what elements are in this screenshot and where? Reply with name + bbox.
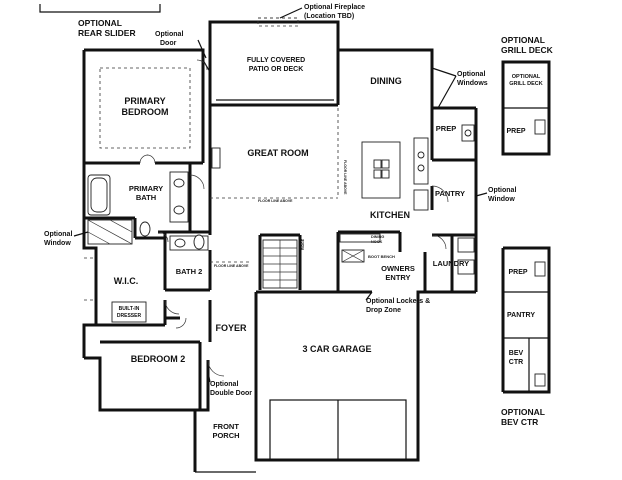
primary-bedroom-label-2: BEDROOM [122, 107, 169, 117]
option-notes: Optional Door Optional Fireplace (Locati… [44, 4, 554, 427]
fixture-labels: DINING NOOK BOOT BENCH FLOOR LINE ABOVE … [214, 160, 395, 268]
optional-window-right-note-2: Window [488, 196, 515, 203]
grill-deck-panel [501, 60, 551, 156]
prep-label: PREP [436, 124, 456, 133]
front-porch-label-1: FRONT [213, 422, 239, 431]
floor-line-above-stair-label: FLOOR LINE ABOVE [214, 264, 249, 268]
optional-rear-slider-label-1: OPTIONAL [78, 18, 122, 28]
room-labels: PRIMARY BEDROOM FULLY COVERED PATIO OR D… [114, 57, 543, 440]
laundry-label: LAUNDRY [433, 259, 469, 268]
bench-small-label-2: NOOK [371, 240, 383, 244]
floor-line-above-label: FLOOR LINE ABOVE [258, 199, 293, 203]
bev-ctr-title-1: OPTIONAL [501, 407, 545, 417]
optional-rear-slider-label-2: REAR SLIDER [78, 28, 136, 38]
built-in-dresser-label-1: BUILT-IN [119, 306, 140, 312]
built-in-dresser-label-2: DRESSER [117, 313, 142, 319]
bath2-label: BATH 2 [176, 267, 203, 276]
wic-label: W.I.C. [114, 276, 139, 286]
prep-bev-label: PREP [508, 269, 527, 276]
optional-door-note-1: Optional [155, 31, 183, 38]
front-porch-label-2: PORCH [212, 431, 239, 440]
bedroom2-label: BEDROOM 2 [131, 354, 186, 364]
optional-window-left-note-1: Optional [44, 231, 72, 238]
pantry-bev-label: PANTRY [507, 312, 535, 319]
garage-label: 3 CAR GARAGE [302, 344, 371, 354]
rear-slider-marker [39, 4, 161, 13]
fireplace-note-2: (Location TBD) [304, 13, 354, 20]
patio-label-1: FULLY COVERED [247, 57, 305, 64]
lockers-note-2: Drop Zone [366, 307, 401, 314]
bev-ctr-panel [501, 246, 551, 394]
grill-deck-title-2: GRILL DECK [501, 45, 554, 55]
bench-small-label-1: DINING [371, 235, 384, 239]
openings [139, 58, 449, 377]
grill-deck-title-1: OPTIONAL [501, 35, 545, 45]
foyer-label: FOYER [215, 323, 247, 333]
fireplace-note-1: Optional Fireplace [304, 4, 365, 11]
exterior-walls [82, 20, 478, 473]
pantry-label: PANTRY [435, 189, 465, 198]
fixtures [87, 124, 475, 461]
optional-window-right-note-1: Optional [488, 187, 516, 194]
optional-door-note-2: Door [160, 40, 177, 47]
stairs [262, 239, 298, 289]
interior-walls [84, 60, 476, 410]
grill-deck-room-label-1: OPTIONAL [512, 74, 541, 80]
bev-ctr-room-label-2: CTR [509, 359, 523, 366]
dashed-lines [84, 17, 339, 301]
floor-line-above-vert-label: FLOOR LINE ABOVE [343, 160, 347, 195]
grill-deck-room-label-2: GRILL DECK [509, 81, 543, 87]
dining-label: DINING [370, 76, 402, 86]
bev-ctr-room-label-1: BEV [509, 350, 524, 357]
great-room-label: GREAT ROOM [247, 148, 308, 158]
bev-ctr-title-2: BEV CTR [501, 417, 538, 427]
optional-windows-note-1: Optional [457, 71, 485, 78]
callout-lines [73, 7, 488, 383]
lockers-note-1: Optional Lockers & [366, 298, 430, 305]
optional-windows-note-2: Windows [457, 80, 488, 87]
owners-entry-label-2: ENTRY [385, 273, 410, 282]
optional-window-left-note-2: Window [44, 240, 71, 247]
primary-bath-label-2: BATH [136, 193, 156, 202]
owners-entry-label-1: OWNERS [381, 264, 415, 273]
ridge-label: RIDGE [301, 238, 305, 250]
primary-bedroom-label-1: PRIMARY [124, 96, 165, 106]
patio-label-2: PATIO OR DECK [249, 66, 304, 73]
double-door-note-1: Optional [210, 381, 238, 388]
kitchen-label: KITCHEN [370, 210, 410, 220]
primary-bath-label-1: PRIMARY [129, 184, 163, 193]
prep-alt-label: PREP [506, 128, 525, 135]
boot-bench-label: BOOT BENCH [368, 254, 395, 259]
double-door-note-2: Double Door [210, 390, 252, 397]
